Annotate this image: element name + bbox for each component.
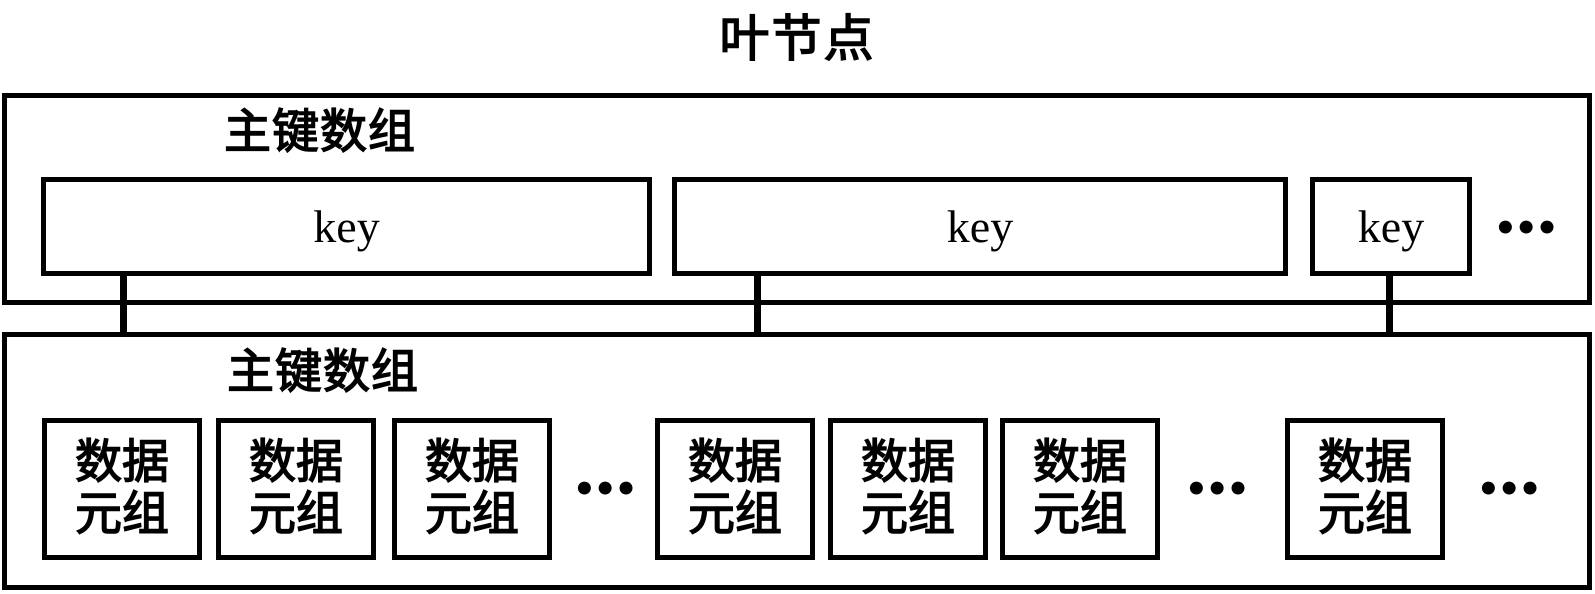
tuple-cell-line2: 元组 (861, 489, 955, 541)
key-array-ellipsis: ••• (1497, 201, 1560, 254)
tuple-cell-line1: 数据 (249, 437, 343, 489)
tuple-cell-line1: 数据 (425, 437, 519, 489)
key-cell[interactable]: key (672, 177, 1288, 276)
key-array-label: 主键数组 (224, 107, 416, 159)
tuple-cell[interactable]: 数据 元组 (1000, 418, 1160, 560)
tuple-cell[interactable]: 数据 元组 (1285, 418, 1445, 560)
tuple-cell-line2: 元组 (688, 489, 782, 541)
tuple-cell-line2: 元组 (75, 489, 169, 541)
tuple-cell-line2: 元组 (1318, 489, 1412, 541)
tuple-array-ellipsis: ••• (576, 462, 639, 515)
key-cell-label: key (1357, 200, 1425, 252)
tuple-array-ellipsis: ••• (1188, 462, 1251, 515)
key-cell[interactable]: key (41, 177, 652, 276)
arrow-stem-key-2 (1386, 276, 1393, 382)
tuple-cell-line1: 数据 (688, 437, 782, 489)
key-cell-label: key (946, 200, 1014, 252)
tuple-cell-line2: 元组 (1033, 489, 1127, 541)
tuple-cell-line1: 数据 (1318, 437, 1412, 489)
tuple-cell-line1: 数据 (861, 437, 955, 489)
tuple-cell-line1: 数据 (1033, 437, 1127, 489)
key-cell-label: key (313, 200, 380, 252)
key-cell[interactable]: key (1310, 177, 1472, 276)
tuple-cell[interactable]: 数据 元组 (42, 418, 202, 560)
tuple-cell[interactable]: 数据 元组 (216, 418, 376, 560)
arrow-stem-key-0 (120, 276, 127, 382)
tuple-cell-line2: 元组 (249, 489, 343, 541)
tuple-cell[interactable]: 数据 元组 (392, 418, 552, 560)
arrow-stem-key-1 (754, 276, 761, 382)
tuple-cell[interactable]: 数据 元组 (655, 418, 815, 560)
tuple-array-label: 主键数组 (227, 347, 419, 399)
tuple-cell-line2: 元组 (425, 489, 519, 541)
tuple-cell[interactable]: 数据 元组 (828, 418, 988, 560)
tuple-array-ellipsis: ••• (1480, 462, 1543, 515)
tuple-cell-line1: 数据 (75, 437, 169, 489)
page-title: 叶节点 (719, 11, 876, 67)
